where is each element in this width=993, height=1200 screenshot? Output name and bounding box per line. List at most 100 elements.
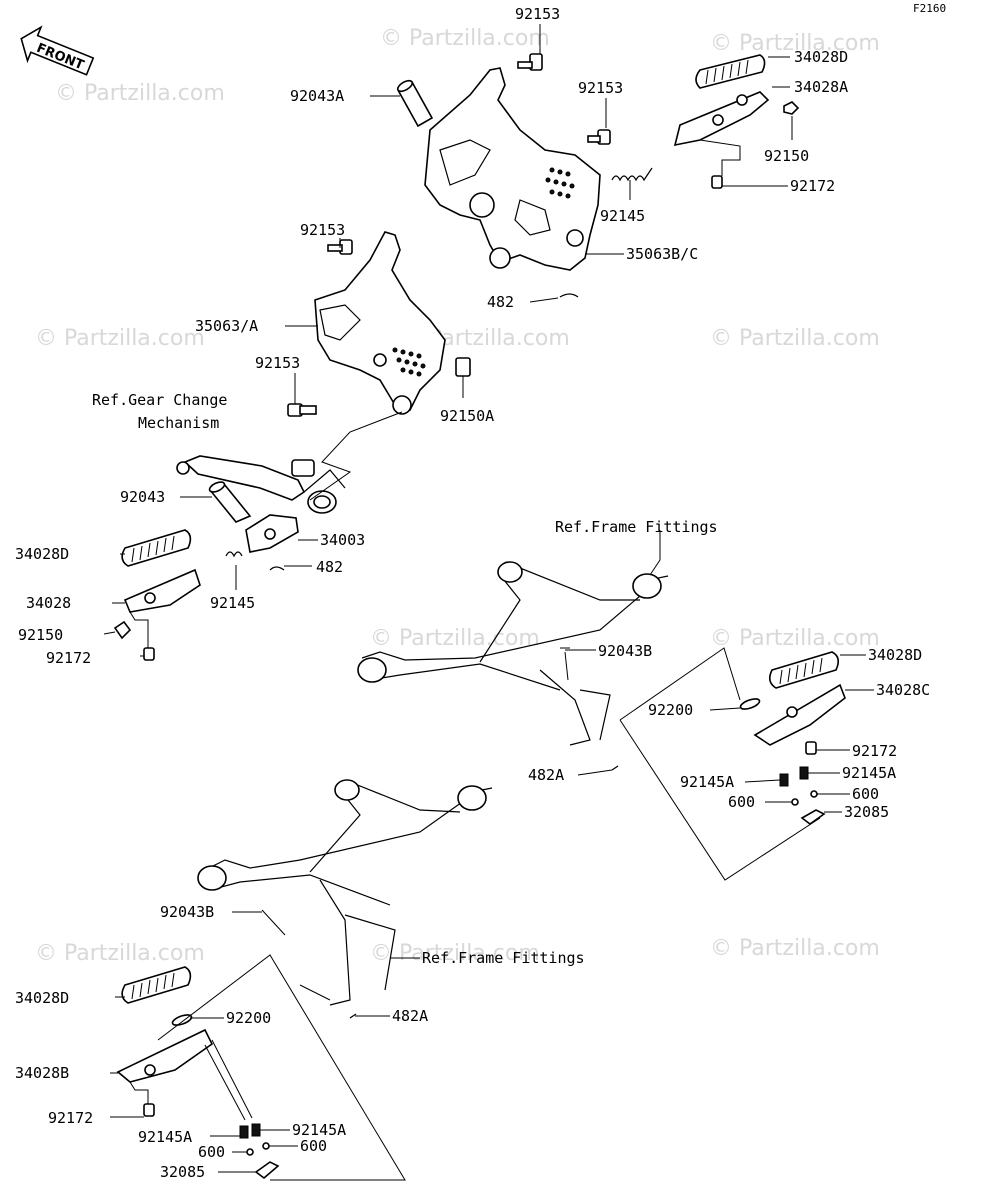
front-arrow-icon: FRONT	[20, 25, 95, 76]
part-label: 92172	[48, 1109, 93, 1127]
part-label: 34028C	[876, 681, 930, 699]
nut-icon	[783, 101, 800, 115]
part-label: 600	[728, 793, 755, 811]
watermarks: © Partzilla.com © Partzilla.com © Partzi…	[35, 26, 880, 966]
bolt-icon	[517, 53, 543, 71]
spring-icon	[611, 167, 653, 182]
footpeg-top-right	[673, 54, 770, 147]
part-label: 34028D	[15, 545, 69, 563]
bracket-34003	[245, 514, 299, 553]
spring-pair	[239, 1123, 261, 1139]
part-label: Mechanism	[138, 414, 219, 432]
part-labels: 92153 92043A 92153 34028D 34028A 92150 9…	[15, 5, 930, 1181]
grip-dots	[392, 347, 426, 377]
plate-icon	[254, 1161, 280, 1180]
frame-fitting-upper	[357, 561, 669, 746]
cotter-pin-icon	[611, 765, 619, 771]
bolt-icon	[805, 741, 817, 755]
cotter-pin-icon	[349, 1013, 357, 1019]
part-label: Ref.Frame Fittings	[422, 949, 585, 967]
watermark: © Partzilla.com	[710, 936, 880, 961]
part-label: 34028	[26, 594, 71, 612]
part-label: 34003	[320, 531, 365, 549]
part-label: Ref.Gear Change	[92, 391, 227, 409]
watermark: © Partzilla.com	[710, 626, 880, 651]
bolt-icon	[143, 647, 155, 661]
part-label: 482A	[528, 766, 564, 784]
watermark: © Partzilla.com	[370, 941, 540, 966]
part-label: 34028B	[15, 1064, 69, 1082]
grip-dots	[545, 167, 575, 199]
part-label: 92172	[790, 177, 835, 195]
gear-shift-lever	[176, 455, 346, 514]
bolt-icon	[711, 175, 723, 189]
part-label: 482	[316, 558, 343, 576]
ball-icon	[246, 1148, 254, 1156]
part-label: 35063/A	[195, 317, 258, 335]
part-label: 92043A	[290, 87, 344, 105]
part-label: 600	[198, 1143, 225, 1161]
watermark: © Partzilla.com	[710, 31, 880, 56]
part-label: 482	[487, 293, 514, 311]
part-label: 92153	[515, 5, 560, 23]
washer-icon	[171, 1014, 193, 1026]
part-label: 600	[300, 1137, 327, 1155]
part-label: 32085	[160, 1163, 205, 1181]
part-label: 482A	[392, 1007, 428, 1025]
watermark: © Partzilla.com	[370, 626, 540, 651]
part-label: 32085	[844, 803, 889, 821]
part-label: 34028D	[868, 646, 922, 664]
grip-ridges	[705, 59, 749, 85]
part-label: 92172	[852, 742, 897, 760]
part-label: 600	[852, 785, 879, 803]
pin-icon	[208, 481, 252, 523]
part-label: 92145A	[292, 1121, 346, 1139]
part-label: 92153	[255, 354, 300, 372]
watermark: © Partzilla.com	[55, 81, 225, 106]
part-label: Ref.Frame Fittings	[555, 518, 718, 536]
part-label: 92153	[300, 221, 345, 239]
part-label: 92200	[226, 1009, 271, 1027]
ball-icon	[262, 1142, 270, 1150]
bolt-icon	[587, 129, 611, 145]
part-label: 92153	[578, 79, 623, 97]
part-label: 92150	[764, 147, 809, 165]
watermark: © Partzilla.com	[710, 326, 880, 351]
part-label: 92043B	[598, 642, 652, 660]
rider-bracket-left	[314, 231, 446, 415]
part-label: 92200	[648, 701, 693, 719]
part-label: 92150	[18, 626, 63, 644]
rear-bracket-right	[424, 67, 601, 271]
watermark: © Partzilla.com	[35, 326, 205, 351]
part-label: 92145A	[842, 764, 896, 782]
leader-lines	[103, 24, 874, 1181]
nut-icon	[113, 620, 132, 640]
watermark: © Partzilla.com	[380, 26, 550, 51]
part-label: 92043B	[160, 903, 214, 921]
part-label: 34028D	[15, 989, 69, 1007]
washer-icon	[739, 698, 761, 710]
part-label: 92145	[210, 594, 255, 612]
part-label: 92150A	[440, 407, 494, 425]
part-label: 92145A	[680, 773, 734, 791]
spring-icon	[225, 551, 243, 558]
pin-icon	[396, 79, 434, 128]
bolt-icon	[143, 1103, 155, 1117]
part-label: 34028A	[794, 78, 848, 96]
cotter-pin-icon	[559, 293, 579, 298]
bolt-icon	[455, 357, 471, 377]
part-label: 92145	[600, 207, 645, 225]
part-label: 35063B/C	[626, 245, 698, 263]
ball-icon	[791, 798, 799, 806]
ball-icon	[810, 790, 818, 798]
part-label: 92145A	[138, 1128, 192, 1146]
figure-code: F2160	[913, 2, 946, 15]
spring-pair	[779, 766, 809, 787]
footpeg-left	[121, 529, 201, 613]
part-label: 92043	[120, 488, 165, 506]
cotter-pin-icon	[269, 566, 285, 571]
frame-fitting-lower	[197, 779, 493, 1006]
watermark: © Partzilla.com	[35, 941, 205, 966]
